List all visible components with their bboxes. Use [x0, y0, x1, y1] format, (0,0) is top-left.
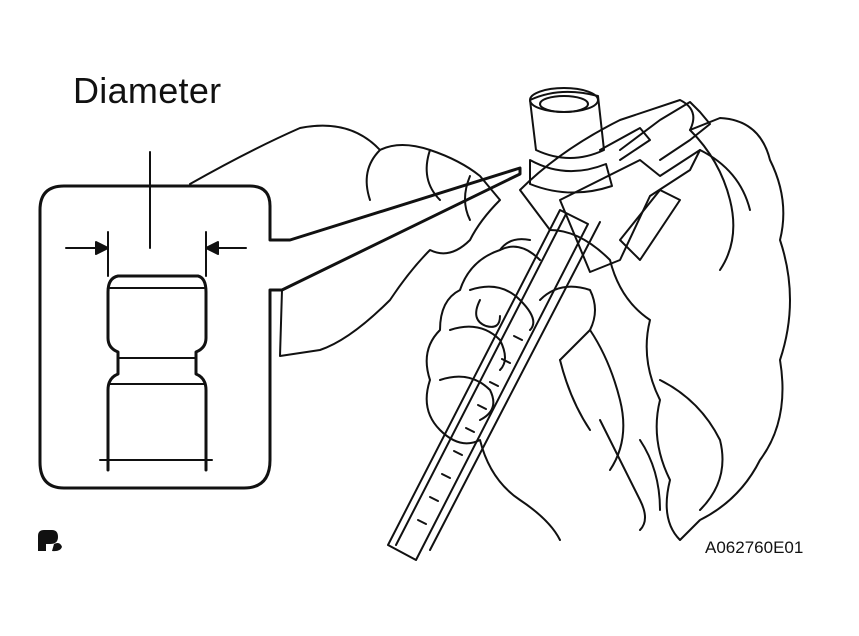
arrow-right [205, 241, 219, 255]
figure-code: A062760E01 [705, 538, 804, 557]
bushing-top [529, 90, 605, 159]
left-hand [189, 124, 501, 357]
caliper-jaw-upper [619, 101, 711, 161]
bushing-profile [106, 274, 208, 472]
caliper-main-scale [387, 209, 589, 561]
arrow-left [95, 241, 109, 255]
dimension-label: Diameter [73, 70, 222, 111]
caliper-depth-rod [429, 221, 601, 551]
shop-symbol-icon [38, 530, 62, 552]
detail-inset-frame [38, 166, 522, 490]
right-hand [425, 245, 561, 541]
caliper-slider [559, 149, 701, 273]
caliper-scale-ticks [417, 335, 523, 525]
